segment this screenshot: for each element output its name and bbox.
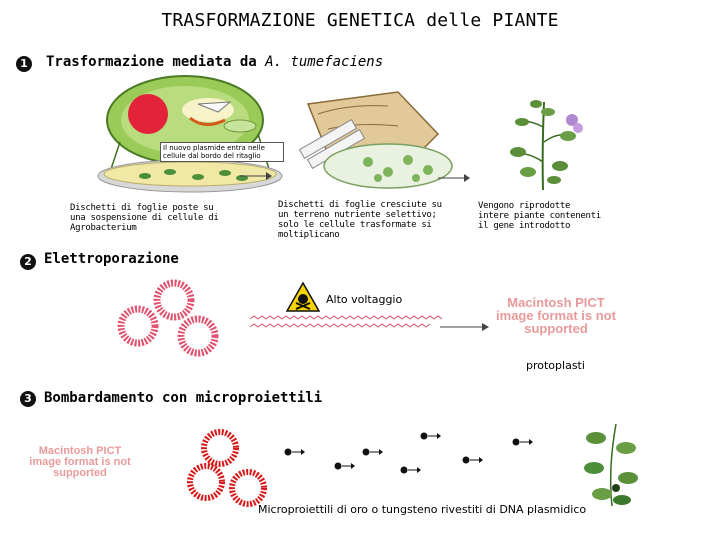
microprojectile-icon: [513, 439, 534, 446]
pict-placeholder-bombardment: Macintosh PICT image format is not suppo…: [22, 446, 138, 479]
protoplasts-label: protoplasti: [526, 359, 585, 372]
section-1-title-italic: A. tumefaciens: [265, 54, 383, 70]
plant-leaves-illustration: [572, 418, 642, 508]
section-1-number: 1: [16, 56, 32, 72]
pict-placeholder-electroporation: Macintosh PICT image format is not suppo…: [492, 296, 620, 335]
microprojectile-icon: [463, 457, 484, 464]
microprojectile-icon: [285, 449, 306, 456]
page-title: TRASFORMAZIONE GENETICA delle PIANTE: [0, 10, 720, 31]
bombardment-caption: Microproiettili di oro o tungsteno rives…: [258, 503, 586, 516]
high-voltage-warning-icon: [286, 282, 320, 312]
section-2-title: Elettroporazione: [44, 251, 179, 267]
plasmid-rings-pink: [110, 278, 230, 368]
voltage-zigzag-arrow: [250, 313, 490, 335]
voltage-label: Alto voltaggio: [326, 293, 402, 306]
plasmid-rings-red: [186, 426, 276, 510]
arrow-right-icon: [238, 170, 274, 182]
agro-step1-text: Dischetti di foglie poste su una sospens…: [70, 203, 230, 233]
microprojectile-icon: [421, 433, 442, 440]
section-3-number: 3: [20, 391, 36, 407]
agro-step3-text: Vengono riprodotte intere piante contene…: [478, 201, 602, 231]
agro-step2-text: Dischetti di foglie cresciute su un terr…: [278, 200, 448, 240]
section-3-title: Bombardamento con microproiettili: [44, 390, 322, 406]
section-1-title: Trasformazione mediata da A. tumefaciens: [46, 54, 383, 70]
agro-callout-box: Il nuovo plasmide entra nelle cellule da…: [160, 142, 284, 162]
microprojectile-icon: [335, 463, 356, 470]
transformed-plant-illustration: [498, 92, 588, 192]
section-2-number: 2: [20, 254, 36, 270]
hand-tweezers-dish-illustration: [288, 74, 458, 196]
arrow-right-icon: [436, 172, 472, 184]
microprojectile-icon: [401, 467, 422, 474]
section-1-title-text: Trasformazione mediata da: [46, 54, 265, 70]
microprojectiles-illustration: [280, 426, 540, 482]
microprojectile-icon: [363, 449, 384, 456]
